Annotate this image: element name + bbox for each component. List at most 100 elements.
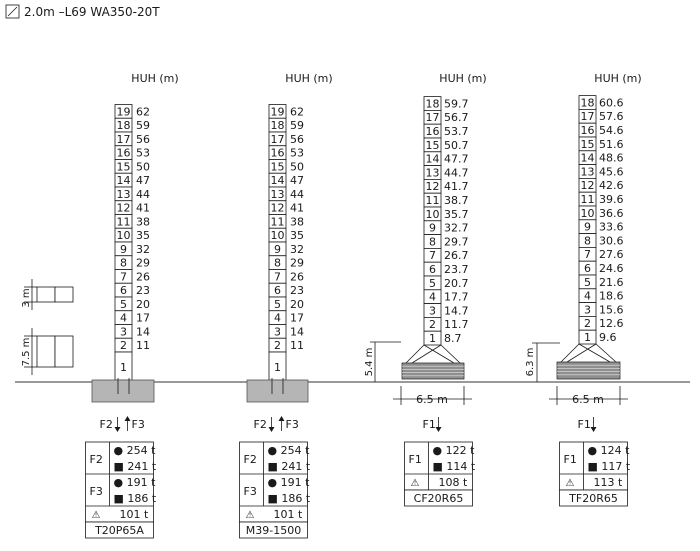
force-label: F2 (254, 418, 267, 431)
height-value: 26.7 (444, 249, 469, 262)
table-value: ■ 186 t (114, 492, 157, 505)
section-number: 17 (117, 133, 131, 146)
section-number: 8 (120, 257, 127, 270)
height-value: 42.6 (599, 179, 624, 192)
height-value: 50 (290, 160, 304, 173)
height-value: 59 (290, 119, 304, 132)
section-number: 5 (584, 276, 591, 289)
force-label: F3 (286, 418, 299, 431)
seg-75m-label: 7.5 m (21, 338, 32, 367)
height-value: 23.7 (444, 263, 469, 276)
height-value: 8.7 (444, 332, 462, 345)
height-value: 56 (136, 133, 150, 146)
table-value: ● 254 t (268, 444, 311, 457)
section-number: 4 (120, 312, 127, 325)
table-label: F3 (90, 485, 103, 498)
section-number: 3 (429, 304, 436, 317)
table-value: 113 t (594, 476, 623, 489)
section-number: 2 (120, 339, 127, 352)
height-value: 47 (290, 174, 304, 187)
height-value: 53 (136, 147, 150, 160)
height-value: 17 (136, 312, 150, 325)
height-value: 50.7 (444, 139, 469, 152)
height-value: 53.7 (444, 125, 469, 138)
section-number: 12 (117, 202, 131, 215)
section-number: 6 (429, 263, 436, 276)
section-number: 4 (584, 290, 591, 303)
table-value: ■ 186 t (268, 492, 311, 505)
section-number: 16 (117, 147, 131, 160)
section-number: 17 (581, 110, 595, 123)
height-value: 21.6 (599, 276, 624, 289)
warning-icon: ⚠ (246, 510, 255, 521)
section-number: 1 (274, 361, 281, 374)
section-number: 8 (584, 234, 591, 247)
table-value: ■ 241 t (114, 460, 157, 473)
height-value: 35.7 (444, 208, 469, 221)
height-value: 50 (136, 160, 150, 173)
model-cell (404, 489, 473, 507)
model-cell (239, 521, 308, 539)
section-number: 11 (271, 215, 285, 228)
force-label: F1 (578, 418, 591, 431)
table-value: ● 191 t (114, 476, 157, 489)
force-label: F2 (100, 418, 113, 431)
dim-65-label-tf: 6.5 m (572, 393, 604, 406)
height-value: 29 (290, 257, 304, 270)
height-value: 14.7 (444, 304, 469, 317)
section-number: 15 (117, 160, 131, 173)
section-number: 9 (120, 243, 127, 256)
section-number: 8 (429, 235, 436, 248)
height-value: 45.6 (599, 165, 624, 178)
height-value: 27.6 (599, 248, 624, 261)
table-frame (85, 441, 154, 523)
height-value: 59 (136, 119, 150, 132)
model-cell (559, 489, 628, 507)
table-value: ● 191 t (268, 476, 311, 489)
height-value: 20 (290, 298, 304, 311)
height-value: 47.7 (444, 153, 469, 166)
section-number: 12 (426, 180, 440, 193)
height-value: 57.6 (599, 110, 624, 123)
section-number: 6 (584, 262, 591, 275)
force-label: F1 (423, 418, 436, 431)
section-number: 3 (274, 325, 281, 338)
height-value: 20 (136, 298, 150, 311)
height-value: 32.7 (444, 222, 469, 235)
section-number: 15 (271, 160, 285, 173)
base-struts (560, 343, 617, 363)
height-value: 11.7 (444, 318, 469, 331)
height-value: 29 (136, 257, 150, 270)
section-number: 13 (581, 165, 595, 178)
arrowhead (268, 427, 275, 432)
table-value: 101 t (120, 508, 149, 521)
height-value: 15.6 (599, 303, 624, 316)
section-number: 5 (120, 298, 127, 311)
height-value: 56 (290, 133, 304, 146)
section-box (423, 330, 442, 346)
section-number: 5 (274, 298, 281, 311)
section-number: 3 (584, 303, 591, 316)
table-label: F3 (244, 485, 257, 498)
height-value: 47 (136, 174, 150, 187)
table-label: F2 (90, 453, 103, 466)
warning-icon: ⚠ (566, 478, 575, 489)
section-number: 7 (429, 249, 436, 262)
section-number: 14 (271, 174, 285, 187)
arrowhead (124, 416, 131, 421)
section-number: 7 (584, 248, 591, 261)
dimension-labels: 5.4 m 6.3 m 6.5 m 6.5 m (364, 341, 628, 406)
height-value: 51.6 (599, 138, 624, 151)
huh-label: HUH (m) (285, 72, 332, 85)
table-label: F1 (409, 453, 422, 466)
ballast-pad (401, 362, 465, 380)
foundation-block (246, 379, 309, 403)
table-value: ■ 114 t (433, 460, 476, 473)
height-value: 20.7 (444, 277, 469, 290)
foundation-block (91, 379, 155, 403)
section-number: 19 (271, 105, 285, 118)
section-number: 14 (117, 174, 131, 187)
section-number: 9 (584, 221, 591, 234)
section-number: 15 (581, 138, 595, 151)
